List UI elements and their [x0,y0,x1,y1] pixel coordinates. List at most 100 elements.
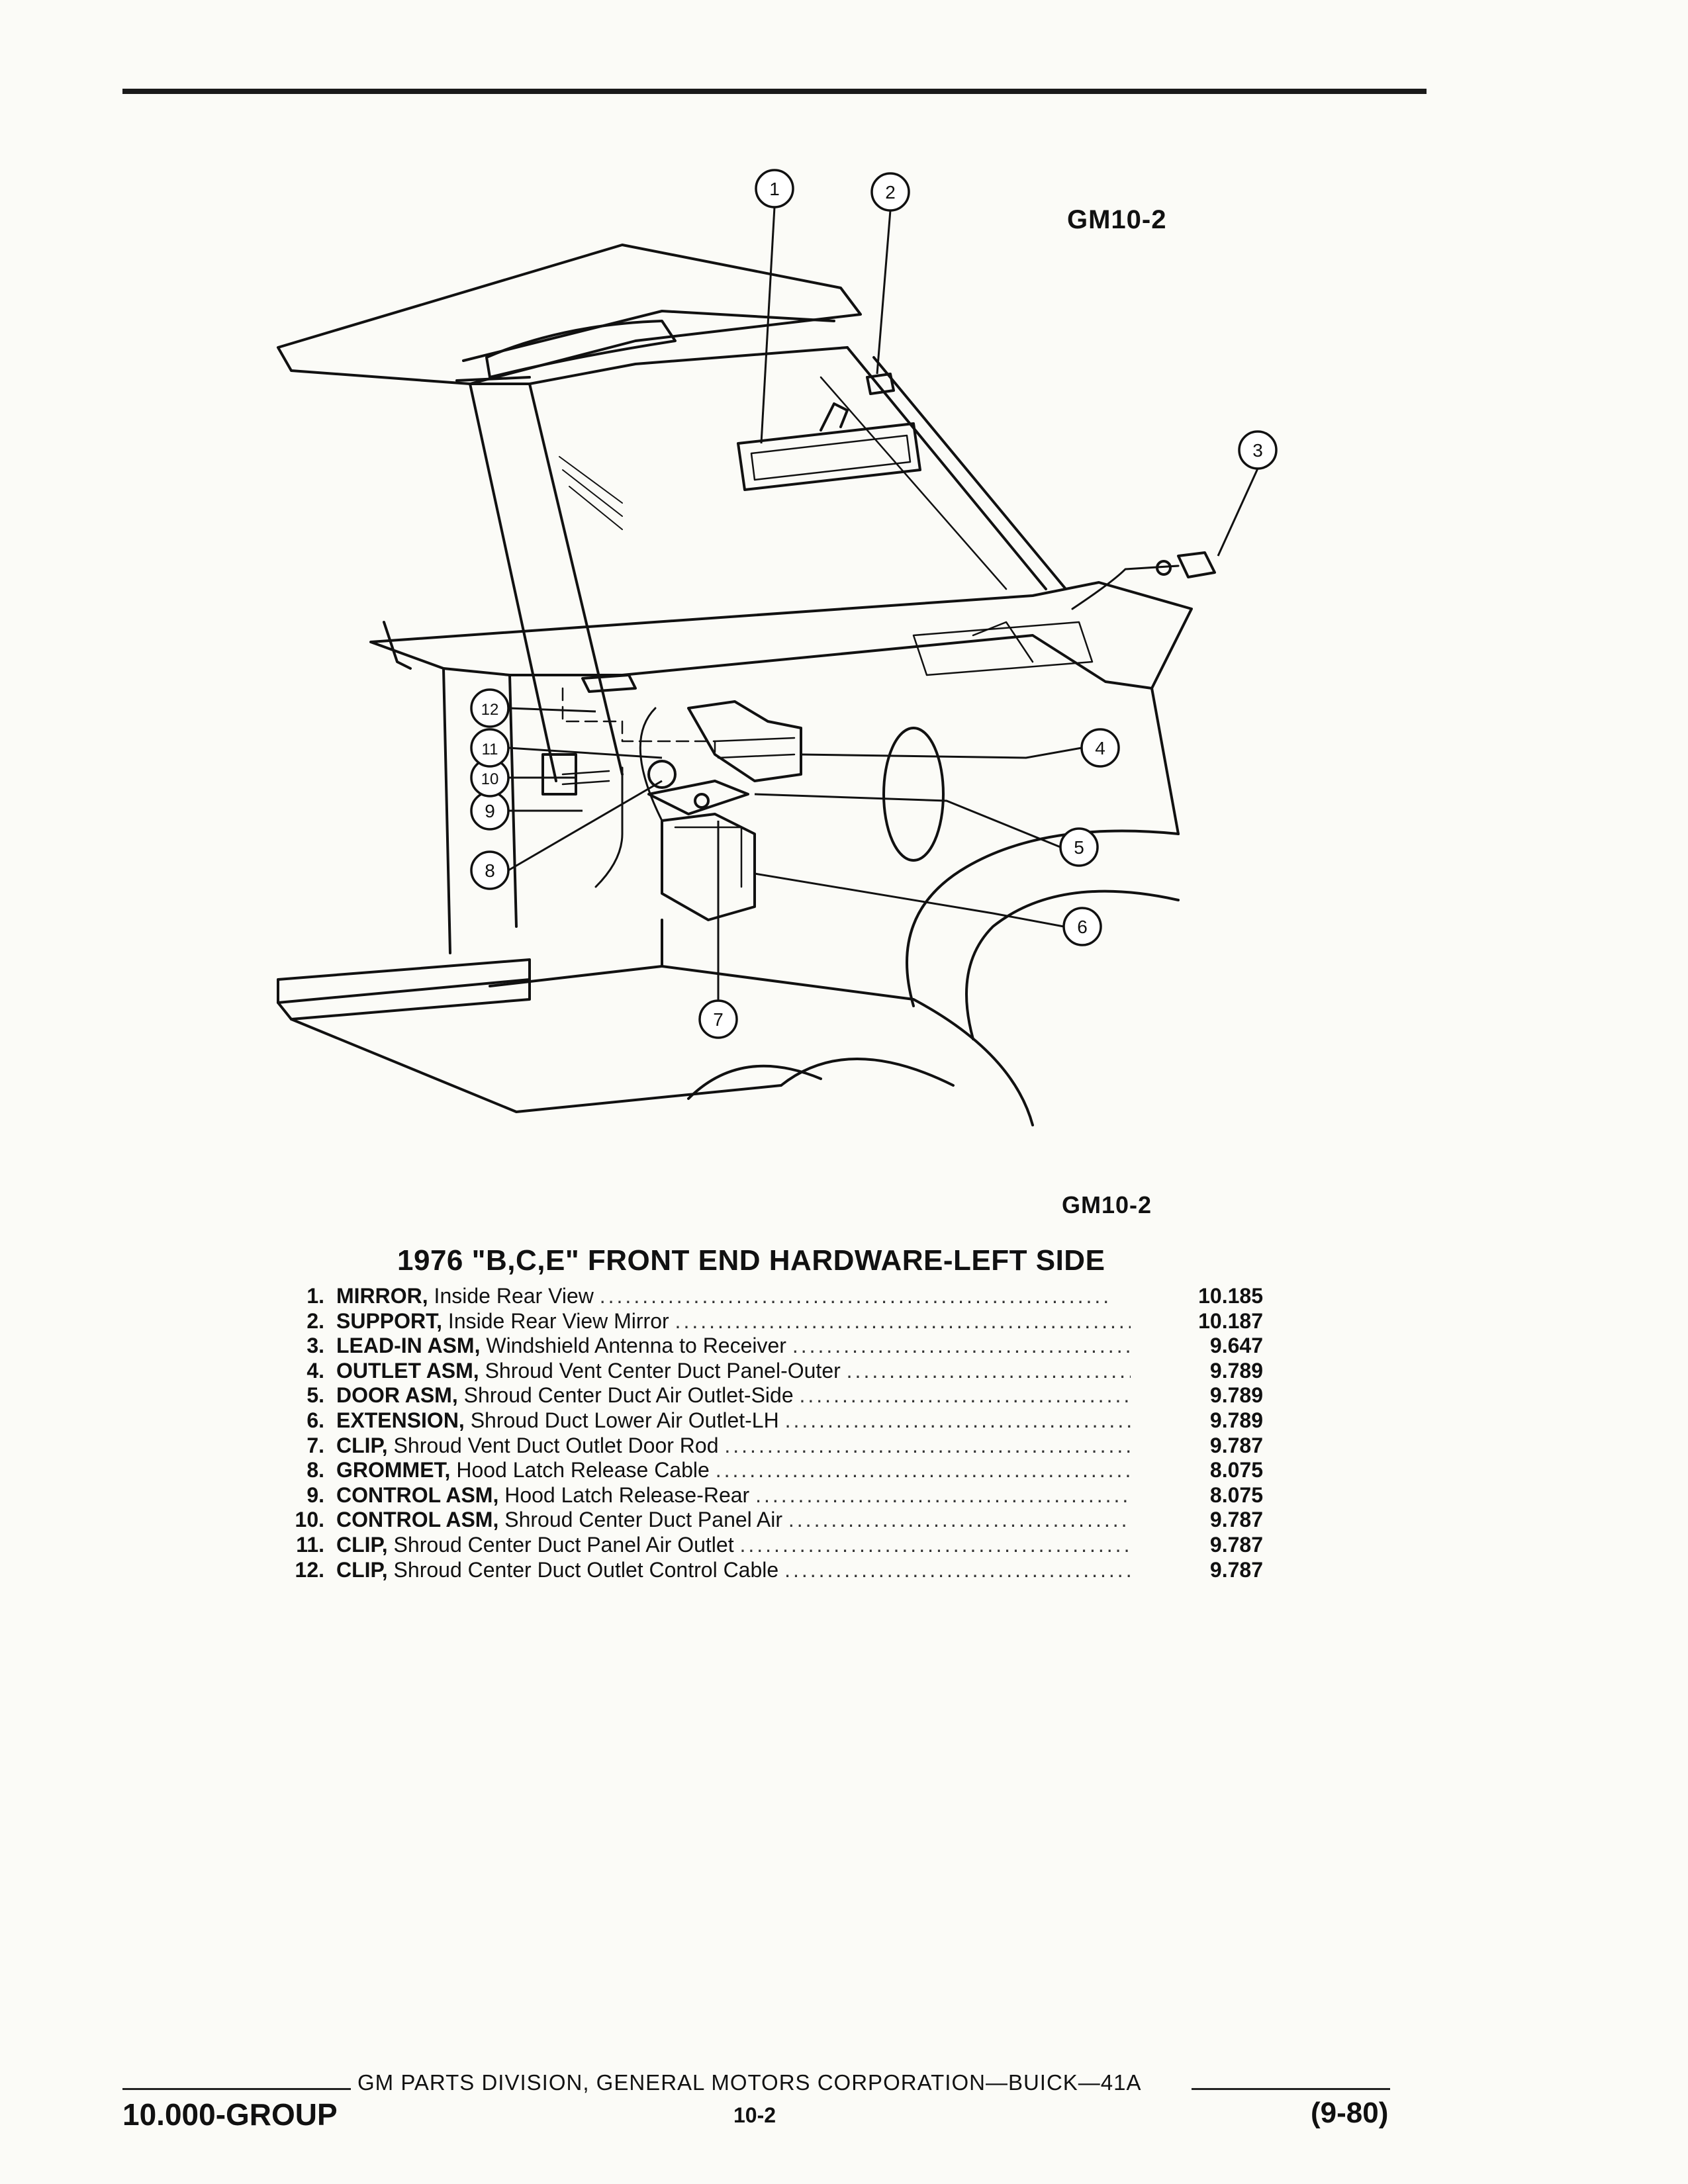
callout-5: 5 [1074,837,1084,858]
dot-leader: ........................................… [755,1482,1131,1507]
figure-id-top: GM10-2 [1067,205,1167,234]
part-name: CONTROL ASM, [336,1508,499,1532]
figure-id-bottom: GM10-2 [1062,1191,1152,1218]
dot-leader: ........................................… [599,1284,1112,1308]
part-row: 5. DOOR ASM, Shroud Center Duct Air Outle… [265,1383,1284,1408]
top-rule [122,89,1427,94]
part-number: 11. [296,1532,324,1557]
dot-leader: ........................................… [792,1334,1131,1358]
page-title: 1976 "B,C,E" FRONT END HARDWARE-LEFT SID… [397,1244,1105,1277]
part-name: SUPPORT, [336,1308,443,1333]
dot-leader: ........................................… [724,1433,1131,1457]
part-number: 6. [306,1408,324,1432]
callout-2: 2 [885,182,896,203]
part-number: 10. [295,1508,324,1532]
dot-leader: ........................................… [784,1557,1131,1582]
part-row: 1. MIRROR, Inside Rear View .............… [265,1284,1284,1309]
part-description: CLIP, Shroud Vent Duct Outlet Door Rod .… [336,1433,1131,1458]
part-name: DOOR ASM, [336,1383,458,1408]
part-ref: 9.789 [1209,1408,1263,1432]
part-ref: 9.647 [1209,1334,1263,1358]
part-number: 4. [306,1358,324,1383]
part-name: CLIP, [336,1557,388,1582]
dot-leader: ........................................… [788,1508,1131,1532]
part-description: SUPPORT, Inside Rear View Mirror .......… [336,1309,1131,1334]
part-number: 2. [306,1308,324,1333]
part-number: 5. [306,1383,324,1408]
part-row: 6. EXTENSION, Shroud Duct Lower Air Outle… [265,1408,1284,1433]
part-name: GROMMET, [336,1458,451,1482]
callout-11: 11 [482,741,498,758]
part-detail: Shroud Duct Lower Air Outlet-LH [470,1408,779,1432]
dot-leader: ........................................… [715,1458,1131,1482]
part-detail: Windshield Antenna to Receiver [486,1334,786,1358]
part-name: CONTROL ASM, [336,1482,499,1507]
part-detail: Shroud Center Duct Outlet Control Cable [393,1557,779,1582]
part-description: CLIP, Shroud Center Duct Outlet Control … [336,1558,1131,1582]
part-row: 8. GROMMET, Hood Latch Release Cable ....… [265,1458,1284,1483]
group-label: 10.000-GROUP [122,2097,338,2132]
part-detail: Shroud Center Duct Panel Air Outlet [393,1532,734,1557]
callout-6: 6 [1077,917,1088,937]
part-ref: 10.187 [1198,1308,1263,1333]
part-number: 7. [306,1433,324,1457]
part-detail: Shroud Vent Duct Outlet Door Rod [393,1433,719,1457]
part-number: 12. [295,1557,324,1582]
part-description: LEAD-IN ASM, Windshield Antenna to Recei… [336,1334,1131,1358]
part-description: CONTROL ASM, Hood Latch Release-Rear ...… [336,1483,1131,1508]
part-ref: 8.075 [1209,1458,1263,1482]
part-description: CLIP, Shroud Center Duct Panel Air Outle… [336,1533,1131,1557]
part-row: 9. CONTROL ASM, Hood Latch Release-Rear .… [265,1483,1284,1508]
part-ref: 9.789 [1209,1358,1263,1383]
exploded-parts-diagram: 1 2 3 4 5 6 7 8 9 10 11 12 [277,169,1278,1126]
dot-leader: ........................................… [784,1408,1131,1432]
dot-leader: ........................................… [675,1308,1131,1333]
part-row: 12. CLIP, Shroud Center Duct Outlet Contr… [265,1558,1284,1583]
dot-leader: ........................................… [846,1358,1131,1383]
part-detail: Shroud Center Duct Panel Air [504,1508,782,1532]
part-detail: Inside Rear View [434,1284,594,1308]
parts-list: 1. MIRROR, Inside Rear View .............… [265,1284,1284,1582]
part-description: CONTROL ASM, Shroud Center Duct Panel Ai… [336,1508,1131,1532]
footer-publisher: GM PARTS DIVISION, GENERAL MOTORS CORPOR… [357,2070,1142,2095]
part-row: 11. CLIP, Shroud Center Duct Panel Air Ou… [265,1533,1284,1558]
part-ref: 10.185 [1198,1284,1263,1308]
callout-12: 12 [481,701,499,719]
part-number: 8. [306,1458,324,1482]
part-detail: Shroud Center Duct Air Outlet-Side [463,1383,794,1408]
footer-rule-left [122,2088,351,2090]
callout-1: 1 [769,179,780,199]
callout-9: 9 [485,801,495,821]
part-name: MIRROR, [336,1284,428,1308]
part-ref: 9.787 [1209,1532,1263,1557]
callout-8: 8 [485,860,495,881]
dot-leader: ........................................… [799,1383,1131,1408]
part-description: OUTLET ASM, Shroud Vent Center Duct Pane… [336,1359,1131,1383]
part-name: LEAD-IN ASM, [336,1334,481,1358]
part-row: 3. LEAD-IN ASM, Windshield Antenna to Rec… [265,1334,1284,1359]
part-row: 7. CLIP, Shroud Vent Duct Outlet Door Rod… [265,1433,1284,1459]
part-number: 9. [306,1482,324,1507]
part-row: 2. SUPPORT, Inside Rear View Mirror .....… [265,1309,1284,1334]
part-name: EXTENSION, [336,1408,465,1432]
part-name: OUTLET ASM, [336,1358,479,1383]
part-number: 3. [306,1334,324,1358]
part-row: 10. CONTROL ASM, Shroud Center Duct Panel… [265,1508,1284,1533]
callout-7: 7 [713,1009,724,1030]
part-name: CLIP, [336,1433,388,1457]
part-number: 1. [306,1284,324,1308]
part-detail: Hood Latch Release Cable [456,1458,710,1482]
part-ref: 9.789 [1209,1383,1263,1408]
part-name: CLIP, [336,1532,388,1557]
dot-leader: ........................................… [739,1532,1131,1557]
part-detail: Hood Latch Release-Rear [504,1482,750,1507]
part-description: DOOR ASM, Shroud Center Duct Air Outlet-… [336,1383,1131,1408]
part-row: 4. OUTLET ASM, Shroud Vent Center Duct Pa… [265,1359,1284,1384]
part-description: GROMMET, Hood Latch Release Cable ......… [336,1458,1131,1482]
part-ref: 9.787 [1209,1557,1263,1582]
part-ref: 8.075 [1209,1482,1263,1507]
part-ref: 9.787 [1209,1508,1263,1532]
page-number: 10-2 [733,2103,776,2127]
part-description: MIRROR, Inside Rear View ...............… [336,1284,1131,1308]
date-code: (9-80) [1311,2097,1389,2129]
